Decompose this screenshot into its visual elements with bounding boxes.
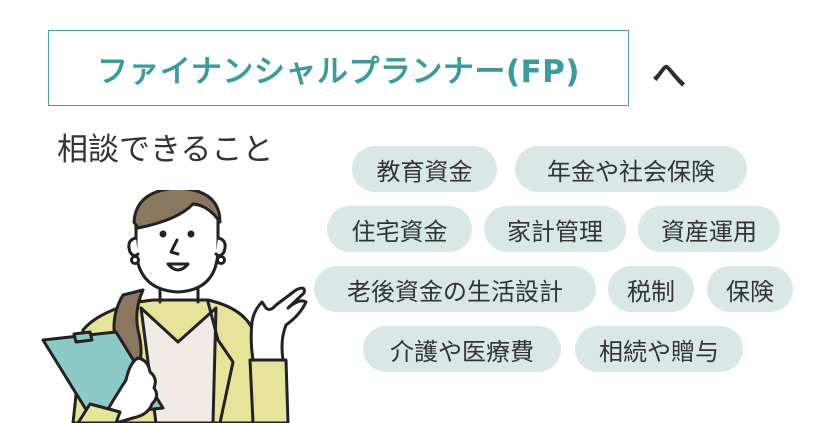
- topic-tag-asset-management: 資産運用: [638, 206, 780, 252]
- topic-label: 家計管理: [507, 217, 603, 246]
- topic-tag-taxation: 税制: [608, 266, 694, 312]
- subtitle: 相談できること: [57, 132, 274, 168]
- title-suffix: へ: [652, 56, 686, 96]
- topic-tag-insurance: 保険: [707, 266, 793, 312]
- topic-label: 資産運用: [661, 217, 757, 246]
- topic-tag-retirement-planning: 老後資金の生活設計: [314, 266, 596, 312]
- topic-label: 住宅資金: [351, 217, 448, 246]
- topic-tag-housing-funds: 住宅資金: [327, 206, 472, 252]
- topic-tag-inheritance-gift: 相続や贈与: [575, 326, 743, 372]
- page-title: ファイナンシャルプランナー(FP): [96, 53, 581, 90]
- topic-label: 相続や贈与: [599, 337, 719, 366]
- topic-label: 老後資金の生活設計: [347, 277, 563, 306]
- topic-tag-pension-social-insurance: 年金や社会保険: [515, 146, 747, 192]
- topic-tag-nursing-medical: 介護や医療費: [363, 326, 561, 372]
- topic-label: 教育資金: [376, 157, 473, 186]
- topic-label: 年金や社会保険: [547, 157, 715, 186]
- topic-tag-household-budget: 家計管理: [484, 206, 626, 252]
- title-box: ファイナンシャルプランナー(FP): [48, 30, 629, 106]
- topic-label: 保険: [726, 277, 774, 306]
- topic-label: 介護や医療費: [390, 337, 534, 366]
- consultant-woman-illustration-icon: [41, 190, 308, 423]
- topic-label: 税制: [627, 277, 675, 306]
- topic-tag-education-funds: 教育資金: [352, 146, 497, 192]
